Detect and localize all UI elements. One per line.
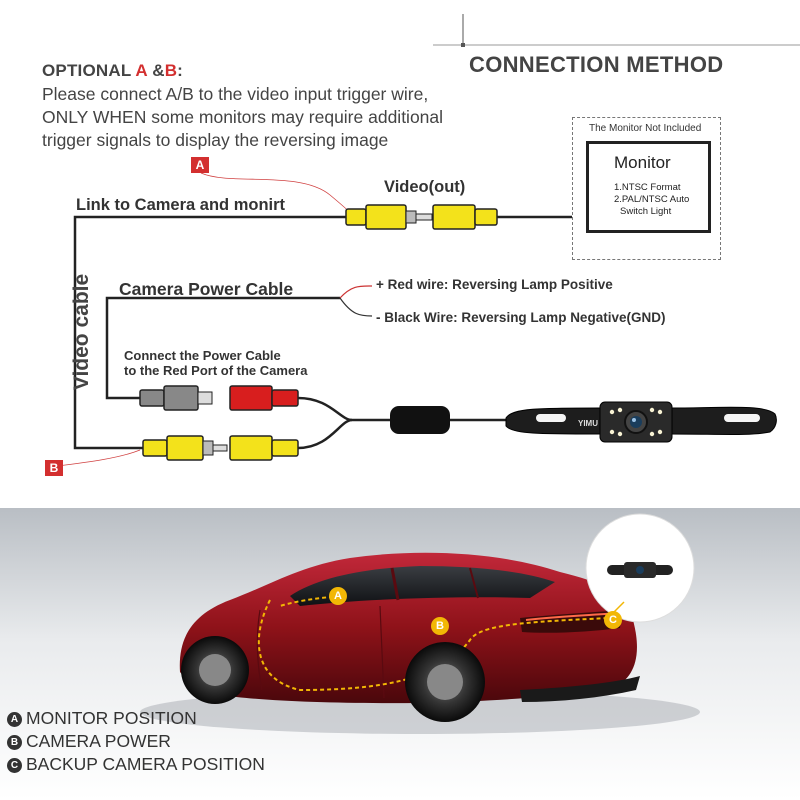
video-cable-label: Video cable xyxy=(70,273,93,391)
optional-heading-a: A xyxy=(135,61,148,80)
instruction-line-2: ONLY WHEN some monitors may require addi… xyxy=(42,107,444,127)
backup-camera: YIMU xyxy=(505,401,777,443)
legend-letter-c: C xyxy=(7,758,22,773)
power-wires xyxy=(339,285,373,317)
red-wire-label: + Red wire: Reversing Lamp Positive xyxy=(376,277,613,292)
monitor-spec-3: Switch Light xyxy=(620,206,672,217)
power-connector-grey xyxy=(139,385,213,411)
badge-b-trigger: B xyxy=(45,460,63,476)
car-marker-a: A xyxy=(329,587,347,605)
legend-item-monitor-position: A MONITOR POSITION xyxy=(7,708,197,729)
legend-text-c: BACKUP CAMERA POSITION xyxy=(26,754,265,774)
black-wire-label: - Black Wire: Reversing Lamp Negative(GN… xyxy=(376,310,666,325)
instruction-line-3: trigger signals to display the reversing… xyxy=(42,130,389,150)
car-marker-b: B xyxy=(431,617,449,635)
legend-letter-a: A xyxy=(7,712,22,727)
connect-power-note-line-1: Connect the Power Cable xyxy=(124,348,281,363)
inline-filter-box xyxy=(390,406,450,434)
legend-text-a: MONITOR POSITION xyxy=(26,708,197,728)
badge-a-trigger: A xyxy=(191,157,209,173)
monitor-title: Monitor xyxy=(614,153,671,172)
car-photo xyxy=(0,508,800,800)
connection-method-title: CONNECTION METHOD xyxy=(469,52,724,77)
optional-heading-b: B xyxy=(164,61,178,80)
monitor-screen xyxy=(586,141,711,233)
legend-item-backup-camera-position: C BACKUP CAMERA POSITION xyxy=(7,754,265,775)
rca-video-in-connector-male xyxy=(142,435,228,461)
optional-heading-suffix: : xyxy=(177,61,184,80)
camera-power-cable-label: Camera Power Cable xyxy=(119,279,294,299)
legend-text-b: CAMERA POWER xyxy=(26,731,171,751)
monitor-spec-1: 1.NTSC Format xyxy=(614,182,681,193)
optional-heading-middle: & xyxy=(147,61,165,80)
title-frame xyxy=(433,14,800,47)
camera-brand-text: YIMU xyxy=(578,419,598,428)
instruction-line-1: Please connect A/B to the video input tr… xyxy=(42,84,429,104)
cables xyxy=(73,215,572,450)
legend-letter-b: B xyxy=(7,735,22,750)
power-connector-red xyxy=(229,385,299,411)
monitor-not-included-note: The Monitor Not Included xyxy=(589,123,702,134)
video-out-label: Video(out) xyxy=(384,178,466,196)
rca-video-out-connector-female xyxy=(432,204,498,230)
optional-heading-prefix: OPTIONAL xyxy=(42,61,136,80)
legend-item-camera-power: B CAMERA POWER xyxy=(7,731,171,752)
optional-heading: OPTIONAL A &B: xyxy=(42,61,183,81)
car-marker-c: C xyxy=(604,611,622,629)
connect-power-note-line-2: to the Red Port of the Camera xyxy=(124,363,308,378)
link-to-camera-label: Link to Camera and monirt xyxy=(76,196,286,214)
rca-video-out-connector-male xyxy=(345,204,433,230)
rca-video-in-connector-female xyxy=(229,435,299,461)
monitor-spec-2: 2.PAL/NTSC Auto xyxy=(614,194,690,205)
